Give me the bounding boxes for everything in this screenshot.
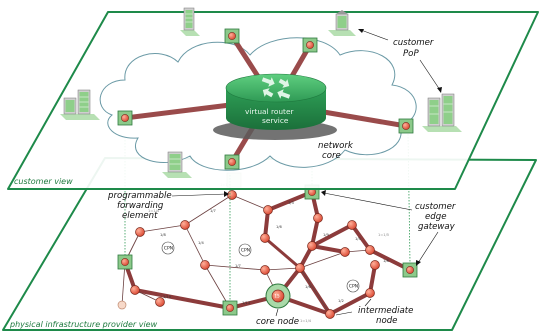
cpn-markers: CPN CPN CPN <box>161 241 360 293</box>
svg-text:1/2: 1/2 <box>338 299 344 303</box>
building-icon <box>180 7 200 36</box>
intermediate-node-label-line1: intermediate <box>358 306 413 316</box>
cpn-marker: CPN <box>161 241 175 255</box>
svg-text:1/8: 1/8 <box>160 233 166 237</box>
svg-text:CPN: CPN <box>349 284 358 290</box>
building-icon <box>422 93 462 132</box>
core-node-number: 15 <box>274 294 280 299</box>
access-square <box>224 154 240 170</box>
forwarding-element-label-line3: element <box>122 211 158 221</box>
access-square <box>398 118 414 134</box>
svg-text:1/6: 1/6 <box>276 225 282 229</box>
svg-text:1=1/4: 1=1/4 <box>148 209 160 213</box>
edge-gateway-label-line2: edge <box>425 212 446 222</box>
cpn-marker: CPN <box>238 243 252 257</box>
building-icon <box>328 10 356 36</box>
svg-text:1/7: 1/7 <box>235 264 241 268</box>
network-core-label-line2: core <box>322 151 341 161</box>
svg-text:1/9: 1/9 <box>323 233 329 237</box>
edge-gateway-label-line1: customer <box>415 202 456 212</box>
forwarding-element-label-line2: forwarding <box>117 201 164 211</box>
router-label-line1: virtual router <box>245 107 295 116</box>
router-arrows-icon <box>261 77 291 99</box>
virtual-router: virtual router service <box>213 73 337 140</box>
access-square <box>224 28 240 44</box>
customer-pop-label-line2: PoP <box>403 49 419 59</box>
svg-text:1=1/4: 1=1/4 <box>300 319 312 323</box>
svg-text:1/6: 1/6 <box>305 285 311 289</box>
physical-nodes <box>117 190 380 319</box>
svg-text:CPN: CPN <box>241 248 250 254</box>
access-square <box>117 110 133 126</box>
access-square <box>302 37 318 53</box>
building-icon <box>60 89 100 120</box>
svg-text:1/7: 1/7 <box>210 209 216 213</box>
customer-access-points <box>117 28 414 170</box>
svg-text:1/5: 1/5 <box>355 237 361 241</box>
router-label-line2: service <box>262 116 289 125</box>
edge-gateway-label-line3: gateway <box>418 222 456 232</box>
physical-view-label: physical infrastructure provider view <box>9 320 158 329</box>
customer-view-label: customer view <box>14 177 73 186</box>
gateway-square <box>117 254 133 270</box>
annotations: customer PoP network core programmable f… <box>107 29 456 327</box>
svg-text:1/8: 1/8 <box>383 259 389 263</box>
svg-text:1/10: 1/10 <box>163 295 172 299</box>
network-core-label-line1: network <box>318 141 354 151</box>
svg-text:1/3: 1/3 <box>288 201 294 205</box>
core-node-label: core node <box>256 317 299 327</box>
cpn-marker: CPN <box>346 279 360 293</box>
gateway-square <box>222 300 238 316</box>
svg-text:1/4: 1/4 <box>198 241 204 245</box>
forwarding-element-label-line1: programmable <box>107 191 172 201</box>
building-icon <box>162 151 192 178</box>
customer-pop-label-line1: customer <box>393 38 434 48</box>
svg-text:CPN: CPN <box>164 246 173 252</box>
intermediate-node-label-line2: node <box>376 316 397 326</box>
gateway-square <box>402 262 418 278</box>
svg-text:1/13: 1/13 <box>242 301 250 305</box>
core-node: 15 <box>265 283 291 309</box>
svg-text:1=1/5: 1=1/5 <box>378 233 389 237</box>
customer-buildings <box>60 7 462 178</box>
